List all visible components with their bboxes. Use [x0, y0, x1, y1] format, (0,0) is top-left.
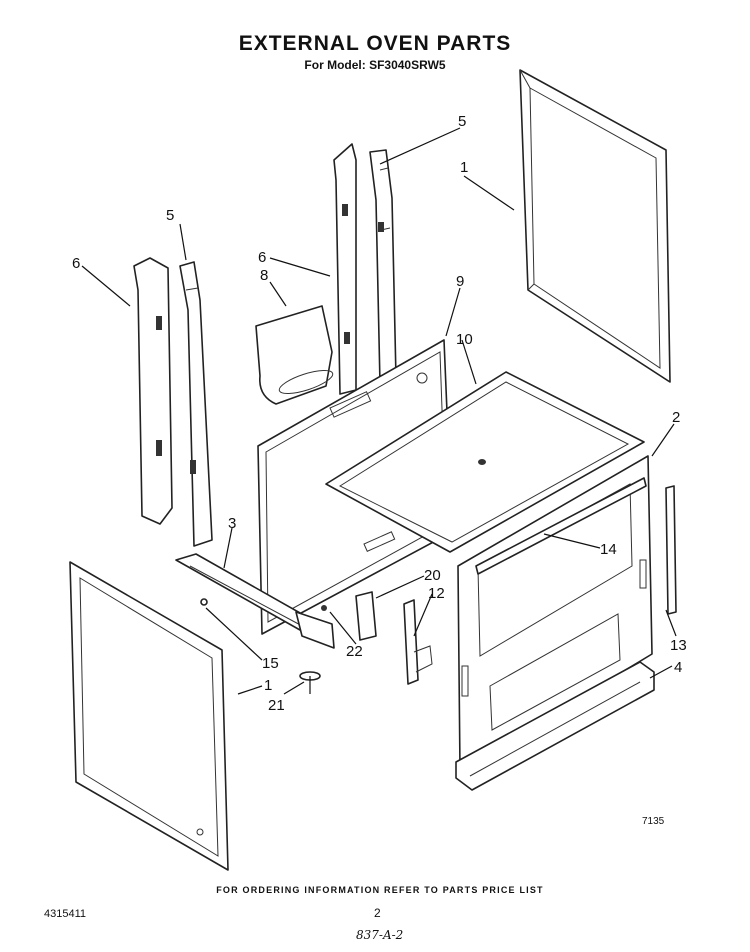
callout-3: 3: [228, 515, 236, 532]
callout-8: 8: [260, 267, 268, 284]
part-6-side-channel-right: [333, 143, 357, 395]
part-12-hinge: [403, 599, 433, 685]
callout-5-right: 5: [458, 113, 466, 130]
part-1-side-panel-top: [519, 69, 671, 383]
part-5-side-rail-right: [369, 149, 397, 385]
callout-14: 14: [600, 541, 617, 558]
part-10-oven-bottom: [325, 371, 645, 553]
page-number: 2: [374, 906, 381, 920]
part-4-kick-plate: [455, 661, 655, 791]
callout-5-left: 5: [166, 207, 174, 224]
part-15-screw: [200, 598, 208, 606]
part-8-vent-duct: [255, 305, 334, 405]
part-1-side-panel-bottom: [69, 561, 229, 871]
callout-2: 2: [672, 409, 680, 426]
callout-12: 12: [428, 585, 445, 602]
part-13-side-trim: [665, 485, 677, 615]
callout-22: 22: [346, 643, 363, 660]
callout-15: 15: [262, 655, 279, 672]
callout-13: 13: [670, 637, 687, 654]
part-22-bracket: [295, 605, 335, 649]
part-20-cover-plate: [355, 591, 377, 641]
leader-lines: [81, 127, 677, 695]
callout-1-bottom: 1: [264, 677, 272, 694]
figure-number: 7135: [642, 816, 665, 827]
ordering-info-note: FOR ORDERING INFORMATION REFER TO PARTS …: [216, 885, 544, 895]
callout-21: 21: [268, 697, 285, 714]
callout-4: 4: [674, 659, 682, 676]
callout-10: 10: [456, 331, 473, 348]
part-5-side-rail-left: [179, 261, 213, 547]
part-6-side-channel-left: [133, 257, 173, 525]
part-21-leveling-leg: [299, 671, 321, 694]
callout-6-right: 6: [258, 249, 266, 266]
part-14-trim-strip: [475, 477, 647, 575]
page-title: EXTERNAL OVEN PARTS: [238, 32, 512, 55]
callout-20: 20: [424, 567, 441, 584]
callout-6-left: 6: [72, 255, 80, 272]
handwritten-note: 837-A-2: [356, 928, 404, 942]
model-subtitle: For Model: SF3040SRW5: [304, 58, 446, 72]
document-number: 4315411: [44, 908, 87, 920]
callout-9: 9: [456, 273, 464, 290]
callout-1-top: 1: [460, 159, 468, 176]
